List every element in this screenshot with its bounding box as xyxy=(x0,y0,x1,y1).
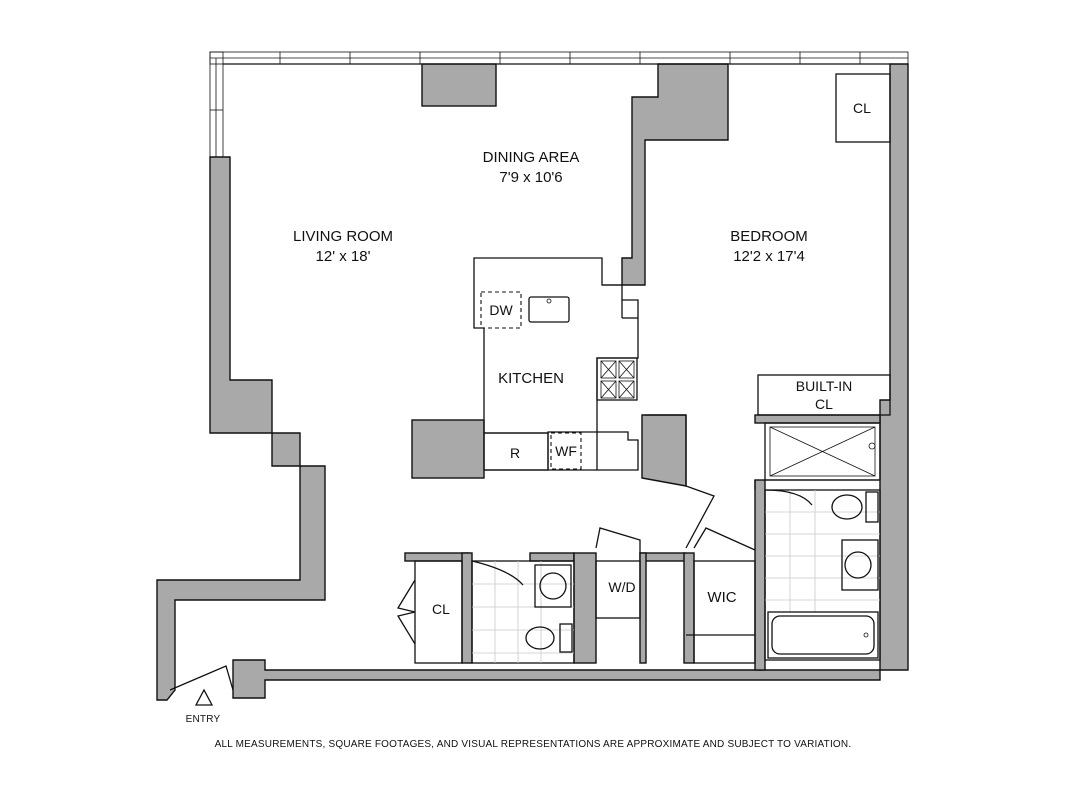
washer-dryer-closet xyxy=(595,527,641,619)
column-center xyxy=(621,63,729,286)
hall-closet-label: CL xyxy=(432,601,450,617)
dining-area-name: DINING AREA xyxy=(483,149,580,166)
bath-bedroom xyxy=(764,422,881,661)
bath-hall-vanity xyxy=(534,564,572,608)
dining-area-size: 7'9 x 10'6 xyxy=(499,169,562,186)
bedroom-closet-label: CL xyxy=(853,100,871,116)
builtin-closet-label-2: CL xyxy=(815,396,833,412)
living-room-name: LIVING ROOM xyxy=(293,228,393,245)
kitchen-sink xyxy=(528,296,570,323)
shower xyxy=(764,422,881,481)
window-wall xyxy=(209,51,909,158)
washer-dryer-label: W/D xyxy=(608,579,635,595)
living-room-size: 12' x 18' xyxy=(316,248,371,265)
wall-right-exterior xyxy=(879,63,909,671)
builtin-closet xyxy=(757,374,891,416)
bedroom-size: 12'2 x 17'4 xyxy=(733,248,805,265)
stove xyxy=(596,357,638,401)
wine-fridge xyxy=(550,432,582,470)
wall-bottom xyxy=(232,659,881,699)
disclaimer: ALL MEASUREMENTS, SQUARE FOOTAGES, AND V… xyxy=(215,739,852,750)
entry-label: ENTRY xyxy=(186,714,221,725)
bath-hall xyxy=(471,560,575,664)
wall-left-exterior xyxy=(156,156,326,701)
kitchen-block xyxy=(411,419,485,479)
dishwasher xyxy=(480,291,522,329)
bath-bedroom-toilet xyxy=(831,494,863,520)
wall-kitchen-right xyxy=(641,414,687,487)
column-dining xyxy=(421,63,497,107)
hall-closet xyxy=(396,560,463,664)
wine-fridge-label: WF xyxy=(555,443,577,459)
wic-label: WIC xyxy=(707,589,736,606)
walk-in-closet xyxy=(686,527,756,664)
bedroom-closet xyxy=(835,73,891,143)
interior-lines xyxy=(223,63,891,490)
kitchen-name: KITCHEN xyxy=(498,370,564,387)
bath-bedroom-sink xyxy=(844,551,872,579)
doors xyxy=(169,485,715,691)
dishwasher-label: DW xyxy=(489,302,513,318)
bathtub xyxy=(767,611,879,659)
refrigerator xyxy=(483,432,549,471)
builtin-closet-label-1: BUILT-IN xyxy=(796,378,853,394)
entry-arrow-icon xyxy=(194,688,214,706)
refrigerator-label: R xyxy=(510,445,520,461)
bedroom-name: BEDROOM xyxy=(730,228,808,245)
bath-hall-toilet xyxy=(525,626,555,650)
